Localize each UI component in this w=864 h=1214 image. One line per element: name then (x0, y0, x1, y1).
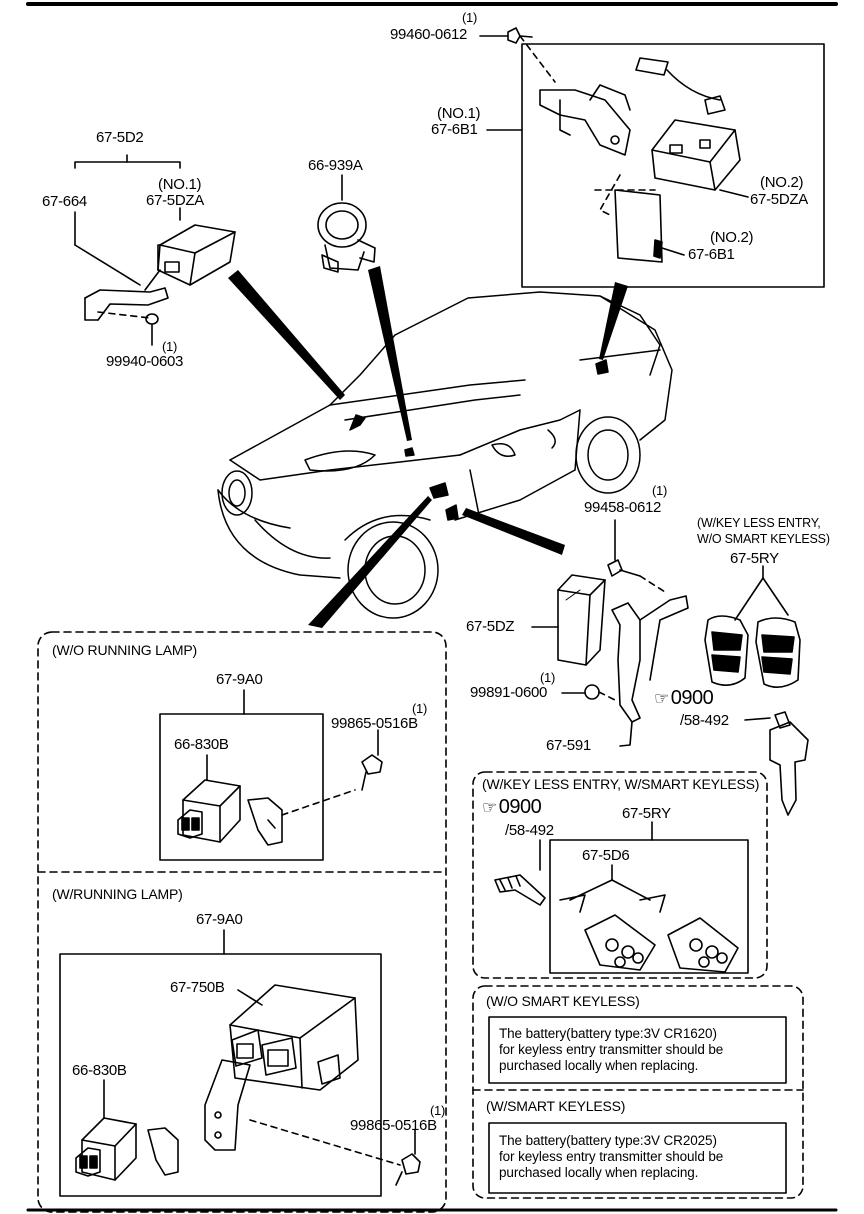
transmitter-2 (755, 617, 801, 688)
ref-0900-text: 0900 (670, 687, 714, 709)
pointing-hand-icon: ☞ (482, 798, 497, 817)
callout-pointers (228, 266, 628, 628)
immobilizer-coil (317, 202, 367, 248)
smart-key-2 (667, 917, 739, 973)
transmitter-1 (704, 615, 749, 686)
key-blade (769, 721, 809, 816)
keyless-heading-1: (W/KEY LESS ENTRY, (697, 516, 821, 530)
bolt-99458-qty: (1) (652, 483, 667, 498)
note-wo-smart-line-1: The battery(battery type:3V CR1620) (499, 1026, 717, 1041)
keyless-heading-2: W/O SMART KEYLESS) (697, 532, 830, 546)
vehicle-outline (217, 291, 673, 619)
w-running-lamp-bolt-qty: (1) (430, 1103, 445, 1118)
wo-running-lamp-assembly[interactable]: 67-9A0 (216, 671, 263, 688)
note-wo-smart-title: (W/O SMART KEYLESS) (486, 993, 640, 1009)
part-67-664[interactable]: 67-664 (42, 193, 87, 210)
bolt-top-qty: (1) (462, 10, 477, 25)
note-w-smart-line-2: for keyless entry transmitter should be (499, 1149, 724, 1164)
note-wo-smart-line-3: purchased locally when replacing. (499, 1058, 699, 1073)
no1-67-6B1-box (521, 43, 825, 288)
nut-99940-qty: (1) (162, 339, 177, 354)
part-67-5DZA-no2[interactable]: 67-5DZA (750, 191, 808, 208)
ref-0900[interactable]: ☞0900 (654, 687, 714, 709)
part-67-591[interactable]: 67-591 (546, 737, 591, 754)
wo-running-lamp-frame (37, 631, 447, 1213)
wo-running-lamp-relay[interactable]: 66-830B (174, 736, 229, 753)
w-running-lamp-module[interactable]: 67-750B (170, 979, 225, 996)
smart-keyless-title: (W/KEY LESS ENTRY, W/SMART KEYLESS) (482, 776, 760, 792)
smart-keyless-assembly[interactable]: 67-5RY (622, 805, 671, 822)
no2-label-a: (NO.2) (760, 174, 804, 191)
no2-label-b: (NO.2) (710, 229, 754, 246)
smart-keyless-sub[interactable]: 67-5D6 (582, 847, 630, 864)
part-67-5DZA[interactable]: 67-5DZA (146, 192, 204, 209)
wo-running-lamp-bolt[interactable]: 99865-0516B (331, 715, 418, 732)
smart-keyless-frame (472, 771, 768, 979)
part-67-6B1-no2[interactable]: 67-6B1 (688, 246, 735, 263)
bolt-top-partno[interactable]: 99460-0612 (390, 26, 468, 43)
part-67-5D2[interactable]: 67-5D2 (96, 129, 144, 146)
no1-label-b: (NO.1) (158, 176, 202, 193)
part-67-6B1[interactable]: 67-6B1 (431, 121, 478, 138)
wo-running-lamp-title: (W/O RUNNING LAMP) (52, 642, 197, 658)
nut-99891-qty: (1) (540, 670, 555, 685)
part-67-5DZ[interactable]: 67-5DZ (466, 618, 515, 635)
wo-running-lamp-bolt-qty: (1) (412, 701, 427, 716)
nut-99940[interactable]: 99940-0603 (106, 353, 184, 370)
part-67-5RY[interactable]: 67-5RY (730, 550, 779, 567)
smart-keyless-ref-sub[interactable]: /58-492 (505, 822, 554, 839)
bolt-99458[interactable]: 99458-0612 (584, 499, 662, 516)
part-66-939A[interactable]: 66-939A (308, 157, 363, 174)
note-w-smart-title: (W/SMART KEYLESS) (486, 1098, 626, 1114)
smart-keyless-ref-text: 0900 (498, 796, 542, 818)
pointing-hand-icon: ☞ (654, 689, 669, 708)
notes-frame (472, 985, 804, 1199)
w-running-lamp-title: (W/RUNNING LAMP) (52, 886, 183, 902)
ref-58-492[interactable]: /58-492 (680, 712, 729, 729)
no1-label: (NO.1) (437, 105, 481, 122)
w-running-lamp-bolt[interactable]: 99865-0516B (350, 1117, 437, 1134)
smart-keyless-ref[interactable]: ☞0900 (482, 796, 542, 818)
note-wo-smart-line-2: for keyless entry transmitter should be (499, 1042, 724, 1057)
w-running-lamp-relay[interactable]: 66-830B (72, 1062, 127, 1079)
smart-key-1 (584, 914, 656, 971)
note-w-smart-line-1: The battery(battery type:3V CR2025) (499, 1133, 717, 1148)
nut-99891[interactable]: 99891-0600 (470, 684, 548, 701)
w-running-lamp-assembly[interactable]: 67-9A0 (196, 911, 243, 928)
note-w-smart-line-3: purchased locally when replacing. (499, 1165, 699, 1180)
